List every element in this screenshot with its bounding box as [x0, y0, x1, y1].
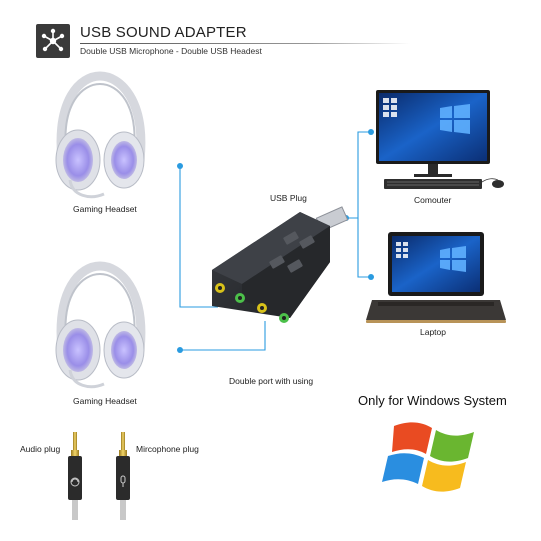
windows-logo-icon: [382, 422, 474, 492]
laptop-label: Laptop: [420, 327, 446, 337]
usb-plug-label: USB Plug: [270, 193, 307, 203]
double-port-label: Double port with using: [229, 376, 314, 386]
audio-plug: [68, 432, 82, 520]
network-nodes-icon: [41, 28, 65, 52]
microphone-plug: [116, 432, 130, 520]
usb-sound-adapter: [212, 206, 349, 323]
headset-2-label: Gaming Headset: [73, 396, 137, 406]
desktop-computer: [376, 90, 504, 189]
page-subtitle: Double USB Microphone - Double USB Heade…: [80, 46, 262, 56]
windows-compatibility-note: Only for Windows System: [358, 393, 507, 408]
headset-1-label: Gaming Headset: [73, 204, 137, 214]
gaming-headset-2: [55, 261, 146, 389]
page-title: USB SOUND ADAPTER: [80, 24, 247, 41]
title-divider: [80, 43, 410, 44]
computer-label: Comouter: [414, 195, 452, 205]
microphone-plug-label: Mircophone plug: [136, 444, 199, 454]
logo-badge: [36, 24, 70, 58]
connector-lines: [179, 131, 371, 351]
laptop-computer: [366, 232, 506, 323]
gaming-headset-1: [55, 71, 146, 199]
audio-plug-label: Audio plug: [20, 444, 61, 454]
